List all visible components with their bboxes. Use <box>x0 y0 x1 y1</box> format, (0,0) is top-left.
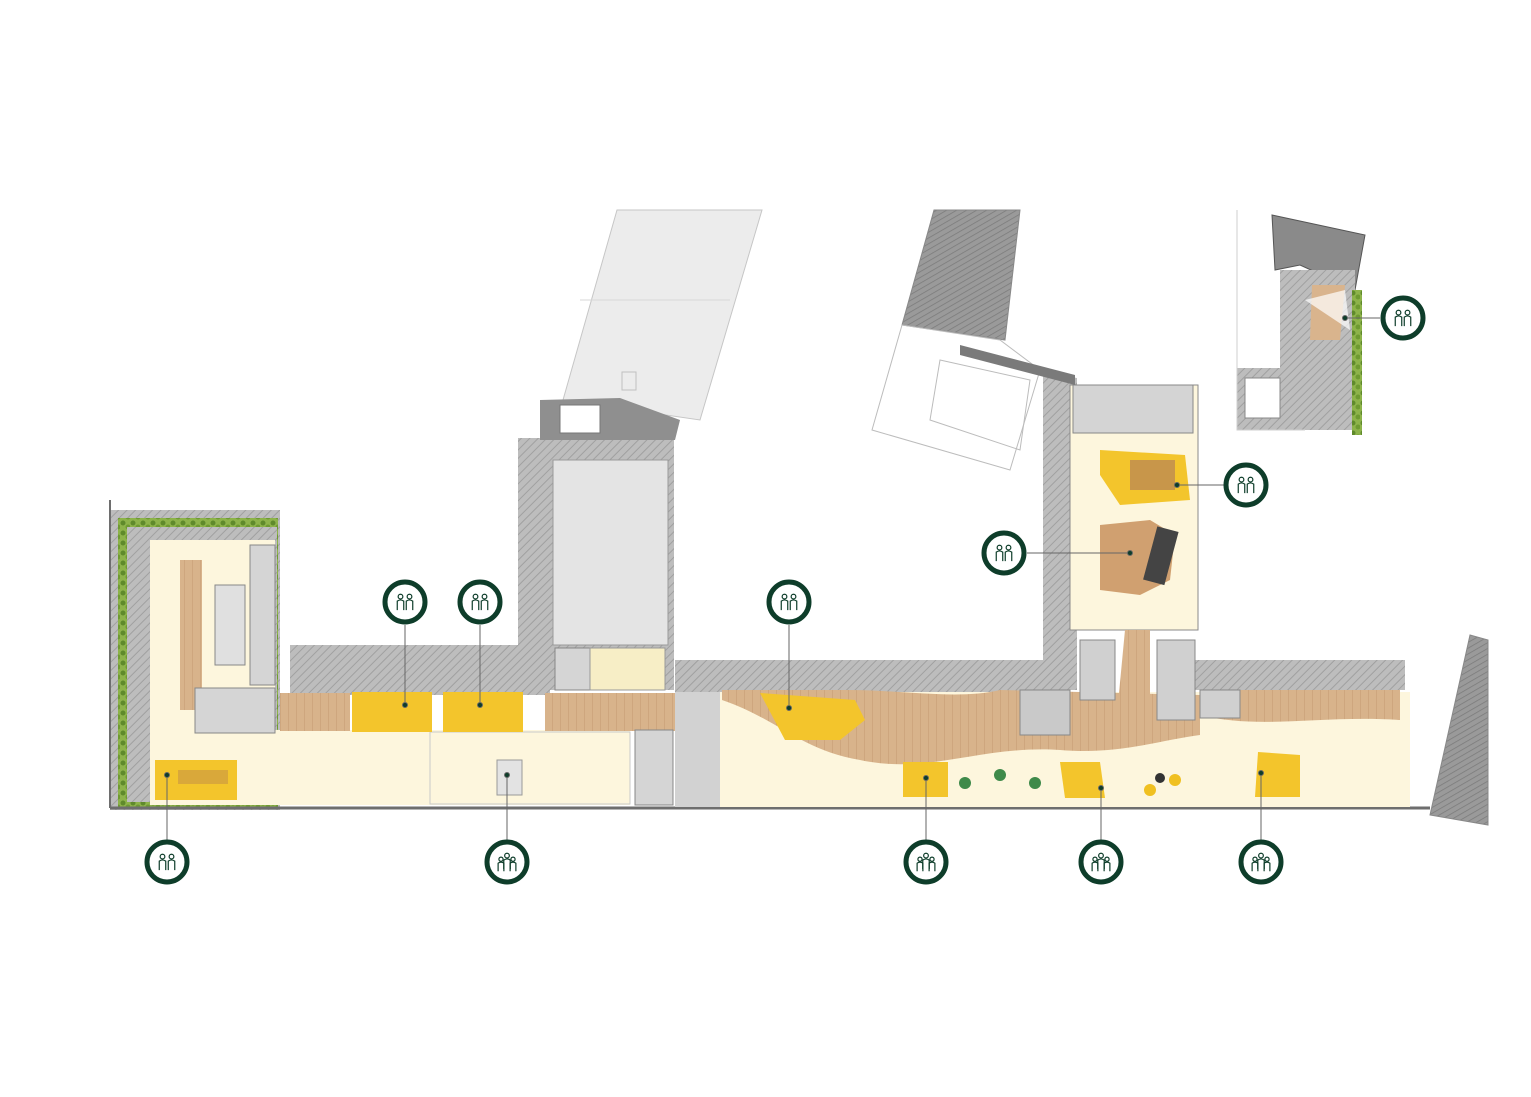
marker-small-meeting[interactable] <box>484 839 530 885</box>
marker-booth-b[interactable] <box>1078 839 1124 885</box>
booth-b[interactable] <box>1060 762 1105 798</box>
leader-dot <box>504 772 510 778</box>
leader-dot <box>1174 482 1180 488</box>
people-pair-icon <box>1394 309 1412 327</box>
leader-dot <box>477 702 483 708</box>
people-group-icon <box>1251 852 1271 872</box>
lounge-pod[interactable] <box>760 693 865 740</box>
leader-dot <box>1258 770 1264 776</box>
leader-dot <box>786 705 792 711</box>
marker-lounge-pod[interactable] <box>766 579 812 625</box>
people-group-icon <box>916 852 936 872</box>
marker-large-table[interactable] <box>1223 462 1269 508</box>
leader-dot <box>1127 550 1133 556</box>
capacity-markers <box>144 295 1426 885</box>
leader-dot <box>402 702 408 708</box>
marker-focus-room-1[interactable] <box>382 579 428 625</box>
marker-booth-a[interactable] <box>903 839 949 885</box>
leader-lines <box>164 315 1380 845</box>
marker-focus-room-2[interactable] <box>457 579 503 625</box>
people-pair-icon <box>471 593 489 611</box>
small-meeting-table[interactable] <box>496 759 523 796</box>
people-group-icon <box>497 852 517 872</box>
people-pair-icon <box>780 593 798 611</box>
focus-room-2[interactable] <box>443 692 523 732</box>
people-pair-icon <box>1237 476 1255 494</box>
marker-roof-terrace[interactable] <box>1380 295 1426 341</box>
people-pair-icon <box>995 544 1013 562</box>
neighbour-building-roof <box>871 209 1041 471</box>
neighbour-building-east <box>1429 634 1489 826</box>
neighbour-building-north <box>562 209 763 421</box>
leader-dot <box>1342 315 1348 321</box>
marker-kitchen-bar[interactable] <box>981 530 1027 576</box>
marker-booth-c[interactable] <box>1238 839 1284 885</box>
focus-room-1[interactable] <box>352 692 432 732</box>
leader-dot <box>923 775 929 781</box>
people-group-icon <box>1091 852 1111 872</box>
people-pair-icon <box>158 853 176 871</box>
leader-dot <box>164 772 170 778</box>
booth-c[interactable] <box>1255 752 1300 797</box>
leader-dot <box>1098 785 1104 791</box>
meeting-spaces <box>155 450 1300 800</box>
roof-terrace <box>1236 210 1366 435</box>
people-pair-icon <box>396 593 414 611</box>
marker-left-meeting-room[interactable] <box>144 839 190 885</box>
